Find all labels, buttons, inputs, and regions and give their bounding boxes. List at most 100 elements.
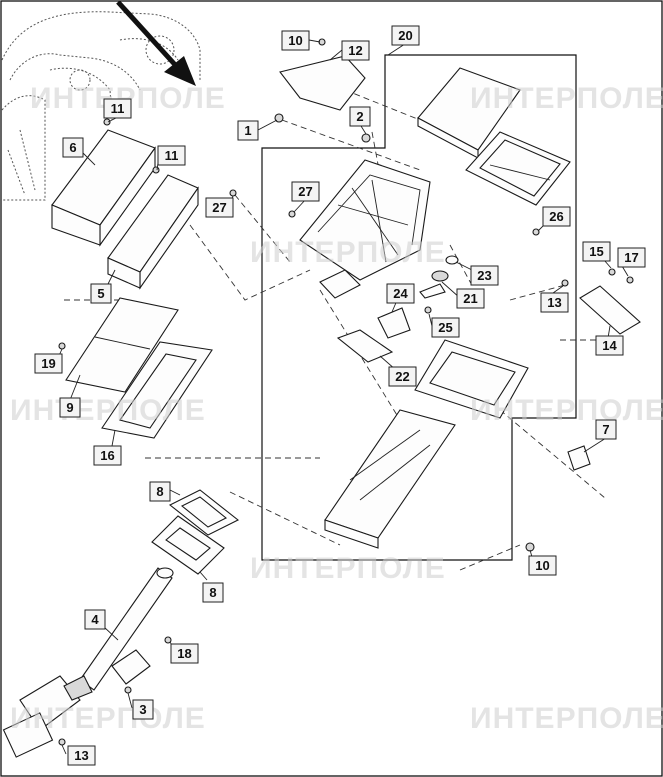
part-18-screw — [164, 636, 172, 644]
part-21-knob — [431, 270, 449, 282]
callout-24: 24 — [386, 283, 415, 304]
svg-text:7: 7 — [602, 422, 609, 437]
svg-text:1: 1 — [244, 123, 251, 138]
machine-reference-sketch — [1, 11, 201, 201]
callout-23: 23 — [470, 265, 499, 286]
part-5-channel — [107, 174, 199, 290]
callout-11a: 11 — [103, 98, 132, 119]
watermark-text: ИНТЕРПОЛЕ — [470, 394, 663, 427]
callout-15: 15 — [582, 241, 611, 262]
callout-8b: 8 — [202, 582, 224, 603]
watermarks: ИНТЕРПОЛЕ ИНТЕРПОЛЕ ИНТЕРПОЛЕ ИНТЕРПОЛЕ … — [10, 82, 663, 735]
part-27b-screw — [288, 210, 296, 218]
svg-text:16: 16 — [100, 448, 114, 463]
callout-9: 9 — [59, 397, 81, 418]
svg-text:4: 4 — [91, 612, 99, 627]
svg-text:10: 10 — [535, 558, 549, 573]
part-20-grid-housing — [299, 159, 431, 299]
part-11b-screw — [152, 166, 160, 174]
svg-text:10: 10 — [288, 33, 302, 48]
part-13a-screw — [561, 279, 569, 287]
svg-text:2: 2 — [356, 109, 363, 124]
svg-text:25: 25 — [438, 320, 452, 335]
part-12-bracket — [279, 38, 366, 111]
part-10b-nut — [525, 542, 535, 552]
part-13b-screw — [58, 738, 66, 746]
assembly-lines — [60, 89, 606, 571]
part-2-nut — [361, 133, 371, 143]
part-11a-screw — [103, 118, 111, 126]
part-21-ring — [419, 283, 446, 299]
part-8-gasket-lower — [151, 515, 225, 575]
part-3-switch — [111, 649, 151, 694]
watermark-text: ИНТЕРПОЛЕ — [470, 82, 663, 115]
callout-12: 12 — [341, 40, 370, 61]
part-7-bushing — [567, 445, 591, 471]
svg-text:22: 22 — [395, 369, 409, 384]
callout-14: 14 — [595, 335, 624, 356]
svg-text:5: 5 — [97, 286, 104, 301]
watermark-text: ИНТЕРПОЛЕ — [10, 702, 206, 735]
callout-16: 16 — [93, 445, 122, 466]
callout-8a: 8 — [149, 481, 171, 502]
part-17-bolt — [626, 276, 634, 284]
part-27a-screw — [229, 189, 237, 197]
watermark-text: ИНТЕРПОЛЕ — [10, 394, 206, 427]
svg-text:9: 9 — [66, 400, 73, 415]
part-23-cap — [445, 255, 459, 265]
callout-27a: 27 — [205, 197, 234, 218]
callout-19: 19 — [34, 353, 63, 374]
callout-1: 1 — [237, 120, 259, 141]
svg-text:27: 27 — [298, 184, 312, 199]
callout-6: 6 — [62, 137, 84, 158]
callout-18: 18 — [170, 643, 199, 664]
svg-text:3: 3 — [139, 702, 146, 717]
part-26-screw — [532, 228, 540, 236]
svg-text:27: 27 — [212, 200, 226, 215]
svg-text:20: 20 — [398, 28, 412, 43]
callout-26: 26 — [542, 206, 571, 227]
callout-17: 17 — [617, 247, 646, 268]
svg-text:24: 24 — [393, 286, 408, 301]
svg-text:13: 13 — [547, 295, 561, 310]
callout-22: 22 — [388, 366, 417, 387]
part-14-strap — [579, 285, 641, 335]
callout-3: 3 — [132, 699, 154, 720]
svg-text:12: 12 — [348, 43, 362, 58]
svg-text:15: 15 — [589, 244, 603, 259]
svg-text:11: 11 — [111, 101, 125, 116]
callout-13a: 13 — [540, 292, 569, 313]
callout-21: 21 — [456, 288, 485, 309]
watermark-text: ИНТЕРПОЛЕ — [250, 552, 446, 585]
callout-20: 20 — [391, 25, 420, 46]
watermark-text: ИНТЕРПОЛЕ — [470, 702, 663, 735]
part-24-clip — [377, 307, 411, 339]
watermark-text: ИНТЕРПОЛЕ — [250, 236, 446, 269]
svg-text:14: 14 — [602, 338, 617, 353]
part-6-channel — [51, 129, 156, 247]
svg-text:8: 8 — [209, 585, 216, 600]
svg-text:11: 11 — [165, 148, 179, 163]
callout-13b: 13 — [67, 745, 96, 766]
part-9-plate — [65, 297, 179, 393]
part-25-screw — [424, 306, 432, 314]
direction-arrow — [116, 0, 196, 86]
svg-text:23: 23 — [477, 268, 491, 283]
svg-text:19: 19 — [41, 356, 55, 371]
part-22-wire-bracket — [336, 329, 394, 363]
part-19-screw — [58, 342, 66, 350]
callout-2: 2 — [349, 106, 371, 127]
part-16-gasket — [101, 341, 213, 439]
svg-text:21: 21 — [463, 291, 477, 306]
callout-10a: 10 — [281, 30, 310, 51]
svg-text:18: 18 — [177, 646, 191, 661]
svg-text:26: 26 — [549, 209, 563, 224]
svg-text:17: 17 — [624, 250, 638, 265]
svg-text:13: 13 — [74, 748, 88, 763]
callout-7: 7 — [595, 419, 617, 440]
svg-text:8: 8 — [156, 484, 163, 499]
part-22-duct-housing — [324, 339, 529, 549]
svg-text:6: 6 — [69, 140, 76, 155]
callout-5: 5 — [90, 283, 112, 304]
